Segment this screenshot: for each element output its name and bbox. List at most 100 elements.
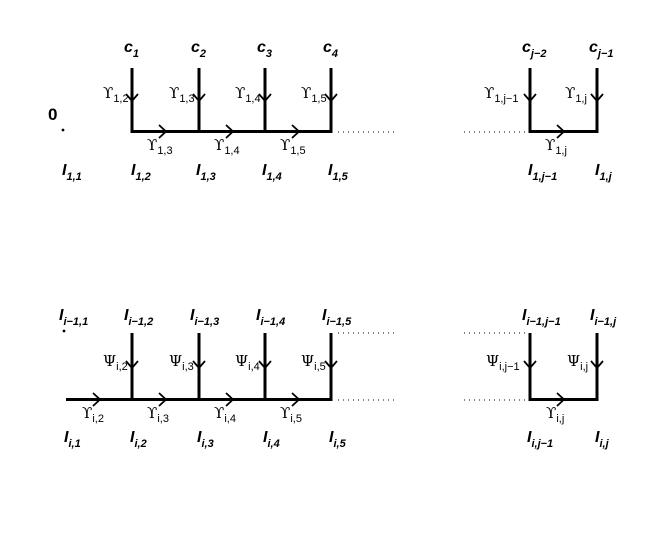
arrow-down-icon bbox=[258, 360, 272, 370]
math-label: I1,5 bbox=[328, 162, 349, 183]
label-symbol: I bbox=[528, 162, 533, 179]
bottom-down-arrows bbox=[125, 360, 604, 370]
label-subscript: i,2 bbox=[134, 438, 146, 450]
math-label: ϒ1,5 bbox=[280, 136, 306, 157]
top-right-arrows bbox=[158, 124, 566, 139]
label-subscript: i,5 bbox=[333, 438, 346, 450]
label-subscript: i,j−1 bbox=[531, 438, 553, 450]
bottom-I-labels: Ii,1 Ii,2 Ii,3 Ii,4 Ii,5 Ii,j−1 Ii,j bbox=[64, 429, 610, 450]
label-subscript: i,3 bbox=[182, 361, 194, 373]
label-symbol: I bbox=[322, 307, 327, 324]
math-label: Ii−1,j bbox=[590, 307, 617, 328]
label-subscript: i,4 bbox=[248, 361, 260, 373]
label-symbol: c bbox=[589, 39, 598, 56]
bottom-origin-dot bbox=[62, 329, 66, 333]
label-symbol: I bbox=[190, 307, 195, 324]
math-label: ϒ1,j bbox=[565, 84, 587, 105]
bottom-horizontal-labels: ϒi,2 ϒi,3 ϒi,4 ϒi,5 ϒi,j bbox=[82, 404, 564, 425]
label-subscript: 1,j bbox=[575, 93, 587, 105]
math-label: Ψi,2 bbox=[103, 352, 128, 373]
label-symbol: ϒ bbox=[280, 136, 290, 154]
label-symbol: ϒ bbox=[565, 84, 575, 102]
label-symbol: ϒ bbox=[545, 136, 555, 154]
math-label: Ψi,4 bbox=[235, 352, 260, 373]
math-label: Ii−1,4 bbox=[256, 307, 285, 328]
label-symbol: I bbox=[262, 162, 267, 179]
label-subscript: i,5 bbox=[290, 413, 302, 425]
top-I-labels: I1,1 I1,2 I1,3 I1,4 I1,5 I1,j−1 I1,j bbox=[62, 162, 613, 183]
label-subscript: 1,j−1 bbox=[494, 93, 518, 105]
math-label: Ψi,j bbox=[567, 352, 588, 373]
arrow-right-icon bbox=[556, 392, 566, 407]
label-symbol: I bbox=[64, 429, 69, 446]
math-label: Ii−1,2 bbox=[124, 307, 153, 328]
label-symbol: I bbox=[59, 307, 64, 324]
label-subscript: 1,j−1 bbox=[532, 171, 557, 183]
math-label: Ii,4 bbox=[263, 429, 280, 450]
math-label: I1,4 bbox=[262, 162, 282, 183]
label-symbol: I bbox=[197, 429, 202, 446]
origin-dot bbox=[61, 128, 65, 132]
label-subscript: 3 bbox=[266, 48, 272, 60]
arrow-right-icon bbox=[158, 392, 168, 407]
math-label: Ψi,j−1 bbox=[486, 352, 520, 373]
label-subscript: 1,4 bbox=[266, 171, 281, 183]
math-label: ϒ1,3 bbox=[147, 136, 173, 157]
label-subscript: i,4 bbox=[224, 413, 236, 425]
arrow-right-icon bbox=[291, 392, 301, 407]
label-subscript: i,2 bbox=[116, 361, 128, 373]
label-subscript: i,j bbox=[580, 361, 588, 373]
arrow-right-icon bbox=[225, 124, 235, 139]
label-subscript: i,3 bbox=[201, 438, 213, 450]
label-symbol: Ψ bbox=[567, 352, 580, 370]
math-label: ϒ1,5 bbox=[301, 84, 327, 105]
label-subscript: 1,2 bbox=[135, 171, 150, 183]
label-symbol: I bbox=[131, 162, 136, 179]
math-label: ϒ1,j bbox=[545, 136, 567, 157]
label-symbol: ϒ bbox=[546, 404, 556, 422]
math-label: ϒi,3 bbox=[147, 404, 169, 425]
math-label: ϒ1,4 bbox=[235, 84, 261, 105]
math-label: ϒ1,2 bbox=[103, 84, 129, 105]
label-symbol: I bbox=[522, 307, 527, 324]
label-subscript: 1 bbox=[133, 48, 139, 60]
arrow-down-icon bbox=[523, 360, 537, 370]
math-label: I1,1 bbox=[62, 162, 82, 183]
label-subscript: i,5 bbox=[314, 361, 326, 373]
math-label: I1,j bbox=[595, 162, 613, 183]
arrow-right-icon bbox=[291, 124, 301, 139]
math-label: Ψi,5 bbox=[301, 352, 326, 373]
label-subscript: 1,3 bbox=[179, 93, 194, 105]
math-label: cj−1 bbox=[589, 39, 614, 60]
label-subscript: 1,5 bbox=[332, 171, 348, 183]
label-subscript: i−1,1 bbox=[63, 316, 88, 328]
math-label: ϒ1,3 bbox=[169, 84, 195, 105]
math-label: Ψi,3 bbox=[169, 352, 194, 373]
arrow-down-icon bbox=[192, 93, 206, 103]
label-symbol: c bbox=[522, 39, 531, 56]
arrow-down-icon bbox=[590, 360, 604, 370]
label-symbol: I bbox=[256, 307, 261, 324]
label-symbol: ϒ bbox=[169, 84, 179, 102]
label-symbol: ϒ bbox=[484, 84, 494, 102]
label-subscript: 1,4 bbox=[224, 145, 239, 157]
label-symbol: I bbox=[328, 162, 333, 179]
label-symbol: ϒ bbox=[147, 404, 157, 422]
label-symbol: Ψ bbox=[235, 352, 248, 370]
bottom-right-arrows bbox=[92, 392, 566, 407]
math-label: Ii,5 bbox=[329, 429, 347, 450]
arrow-down-icon bbox=[125, 93, 139, 103]
math-label: Ii,j−1 bbox=[527, 429, 553, 450]
label-symbol: c bbox=[191, 39, 200, 56]
arrow-down-icon bbox=[590, 93, 604, 103]
label-symbol: I bbox=[124, 307, 129, 324]
math-label: c3 bbox=[257, 39, 272, 60]
arrow-down-icon bbox=[324, 93, 338, 103]
label-subscript: i,3 bbox=[157, 413, 169, 425]
label-symbol: I bbox=[196, 162, 201, 179]
label-subscript: j−1 bbox=[596, 48, 614, 60]
label-subscript: i,j bbox=[599, 438, 609, 450]
label-symbol: ϒ bbox=[103, 84, 113, 102]
label-subscript: i−1,3 bbox=[194, 316, 219, 328]
bottom-vertical-labels: Ψi,2 Ψi,3 Ψi,4 Ψi,5 Ψi,j−1 Ψi,j bbox=[103, 352, 588, 373]
